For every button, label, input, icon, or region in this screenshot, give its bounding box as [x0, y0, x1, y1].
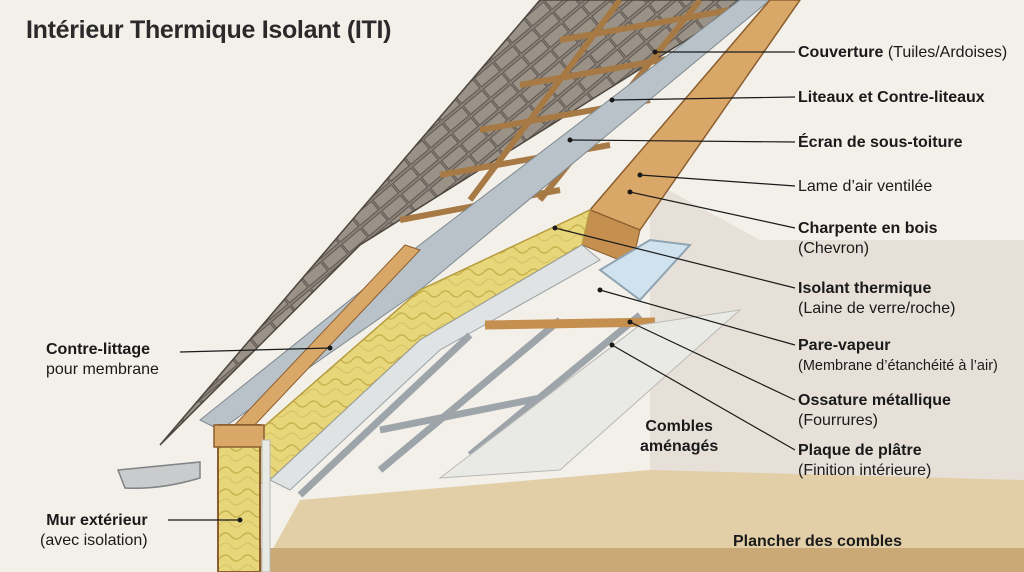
label-ecran-main: Écran de sous-toiture — [798, 134, 963, 151]
wall-plate — [213, 424, 265, 448]
label-contre-littage-main: Contre-littage — [46, 341, 150, 358]
label-plancher-main: Plancher des combles — [733, 533, 902, 550]
top-rail — [484, 317, 656, 330]
leader-dots — [237, 49, 658, 523]
label-isolant-sub: (Laine de verre/roche) — [798, 300, 956, 317]
label-combles-main: Combles — [645, 418, 713, 435]
roof-tiles — [159, 0, 752, 446]
label-pare-vapeur-sub: (Membrane d’étanchéité à l’air) — [798, 358, 998, 374]
label-combles: Combles aménagés — [640, 417, 718, 457]
label-pare-vapeur-main: Pare-vapeur — [798, 337, 891, 354]
label-couverture-sub: (Tuiles/Ardoises) — [887, 44, 1008, 61]
label-ossature-sub: (Fourrures) — [798, 412, 879, 429]
label-couverture-main: Couverture — [798, 44, 884, 61]
floor-surface — [260, 470, 1024, 572]
vapour-barrier — [269, 244, 601, 491]
metal-studs — [297, 312, 643, 498]
back-wall — [650, 180, 1024, 480]
gutter — [116, 461, 201, 490]
label-charpente-main: Charpente en bois — [798, 220, 938, 237]
wall-board — [261, 439, 271, 572]
leader-lines — [168, 51, 796, 521]
label-plaque-sub: (Finition intérieure) — [798, 462, 932, 479]
label-plaque-main: Plaque de plâtre — [798, 442, 922, 459]
label-plaque: Plaque de plâtre (Finition intérieure) — [798, 441, 931, 481]
skylight — [598, 238, 693, 302]
diagram-title: Intérieur Thermique Isolant (ITI) — [26, 16, 392, 44]
label-lame: Lame d’air ventilée — [798, 177, 932, 197]
label-isolant-main: Isolant thermique — [798, 280, 932, 297]
label-couverture: Couverture (Tuiles/Ardoises) — [798, 43, 1007, 63]
label-plancher: Plancher des combles — [733, 532, 902, 552]
label-ossature-main: Ossature métallique — [798, 392, 951, 409]
exterior-wall — [217, 424, 261, 572]
label-contre-littage-sub: pour membrane — [46, 361, 159, 378]
label-lame-sub: Lame d’air ventilée — [798, 178, 933, 195]
label-mur-sub: (avec isolation) — [40, 532, 148, 549]
label-contre-littage: Contre-littage pour membrane — [46, 340, 159, 380]
label-ossature: Ossature métallique (Fourrures) — [798, 391, 951, 431]
floor-edge — [260, 548, 1024, 572]
label-isolant: Isolant thermique (Laine de verre/roche) — [798, 279, 955, 319]
label-mur: Mur extérieur (avec isolation) — [40, 511, 148, 551]
label-liteaux: Liteaux et Contre-liteaux — [798, 88, 985, 108]
label-charpente: Charpente en bois (Chevron) — [798, 219, 938, 259]
label-liteaux-main: Liteaux et Contre-liteaux — [798, 89, 985, 106]
label-combles-main2: aménagés — [640, 438, 719, 455]
label-ecran: Écran de sous-toiture — [798, 133, 962, 153]
label-pare-vapeur: Pare-vapeur (Membrane d’étanchéité à l’a… — [798, 336, 998, 376]
label-mur-main: Mur extérieur — [46, 512, 148, 529]
label-charpente-sub: (Chevron) — [798, 240, 870, 257]
plasterboard — [438, 309, 742, 479]
